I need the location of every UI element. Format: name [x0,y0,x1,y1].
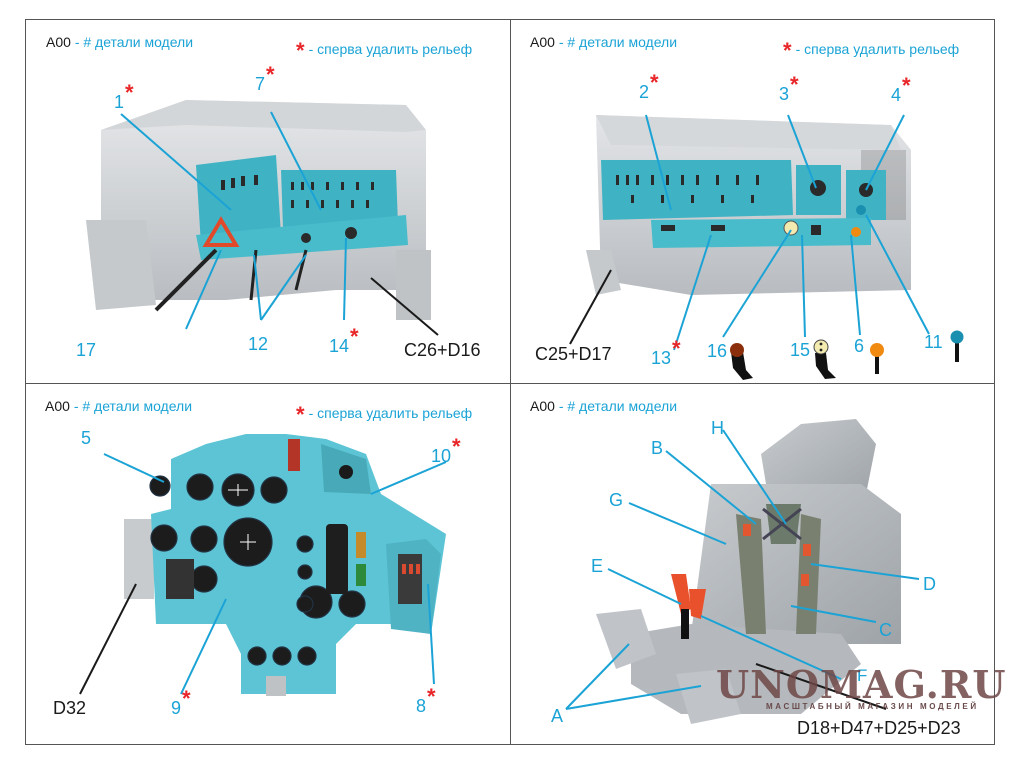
headrest [761,419,876,499]
legend-note: *- сперва удалить рельеф [783,34,960,63]
callout-C: C [879,620,892,640]
part-ref-d32: D32 [53,698,87,718]
part-desc: - # детали модели [558,398,678,414]
part-ref-c25-d17: C25+D17 [535,344,612,364]
panel-right-console: A00 - # детали модели *- сперва удалить … [511,20,994,383]
callout-G: G [609,490,624,510]
callout-2: 2* [639,70,659,102]
panel-ejection-seat: A00 - # детали модели B H G E D C A F D1… [511,384,994,744]
part-code: A00 [46,34,71,50]
callout-10: 10* [431,434,461,466]
part-code: A00 [530,34,555,50]
callout-17: 17 [76,340,97,360]
callout-5: 5 [81,428,92,448]
ejection-seat-illustration [565,419,920,724]
part-desc: - # детали модели [73,398,193,414]
callout-B: B [651,438,664,458]
asterisk-icon: * [296,402,305,427]
panel-2 [601,160,793,220]
asterisk-icon: * [783,38,792,63]
vertical-divider [510,19,511,745]
lever-icon-15 [813,339,836,379]
legend-header: A00 - # детали модели [530,34,677,50]
callout-15: 15 [790,340,811,360]
note-text: - сперва удалить рельеф [308,41,473,57]
callout-F: F [857,666,868,685]
callout-9: 9* [171,686,191,718]
callout-E: E [591,556,604,576]
legend-note: *- сперва удалить рельеф [296,398,473,427]
callout-4: 4* [891,73,911,105]
instrument-panel-illustration [79,434,447,696]
lever-icon-6 [870,343,884,374]
callout-12: 12 [248,334,269,354]
legend-note: *- сперва удалить рельеф [296,34,473,63]
note-text: - сперва удалить рельеф [795,41,960,57]
callout-D: D [923,574,936,594]
callout-13: 13* [651,336,681,368]
callout-14: 14* [329,324,359,356]
callout-8: 8* [416,684,436,716]
watermark-logo: UNOMAG.RU [716,662,1007,707]
watermark-subtitle: МАСШТАБНЫЙ МАГАЗИН МОДЕЛЕЙ [766,702,979,711]
panel-left-console: A00 - # детали модели *- сперва удалить … [26,20,510,383]
callout-6: 6 [854,336,865,356]
left-console-illustration [86,100,439,336]
right-console-illustration [569,114,964,380]
legend-header: A00 - # детали модели [45,398,192,414]
legend-header: A00 - # детали модели [530,398,677,414]
part-ref-c26-d16: C26+D16 [404,340,481,360]
part-desc: - # детали модели [558,34,678,50]
asterisk-icon: * [296,38,305,63]
callout-16: 16 [707,341,728,361]
panel-7 [281,170,398,228]
callout-11: 11 [924,332,943,352]
panel-13 [651,218,871,248]
callout-1: 1* [114,80,134,112]
part-ref-d18-d47-d25-d23: D18+D47+D25+D23 [797,718,961,738]
panel-instrument-panel: A00 - # детали модели *- сперва удалить … [26,384,510,744]
callout-H: H [711,418,724,438]
horizontal-divider [25,383,995,384]
part-code: A00 [530,398,555,414]
callout-3: 3* [779,72,799,104]
lever-icon-16 [730,343,753,380]
callout-A: A [551,706,564,726]
part-desc: - # детали модели [74,34,194,50]
lever-icon-11 [950,330,964,362]
note-text: - сперва удалить рельеф [308,405,473,421]
legend-header: A00 - # детали модели [46,34,193,50]
part-code: A00 [45,398,70,414]
callout-7: 7* [255,62,275,94]
